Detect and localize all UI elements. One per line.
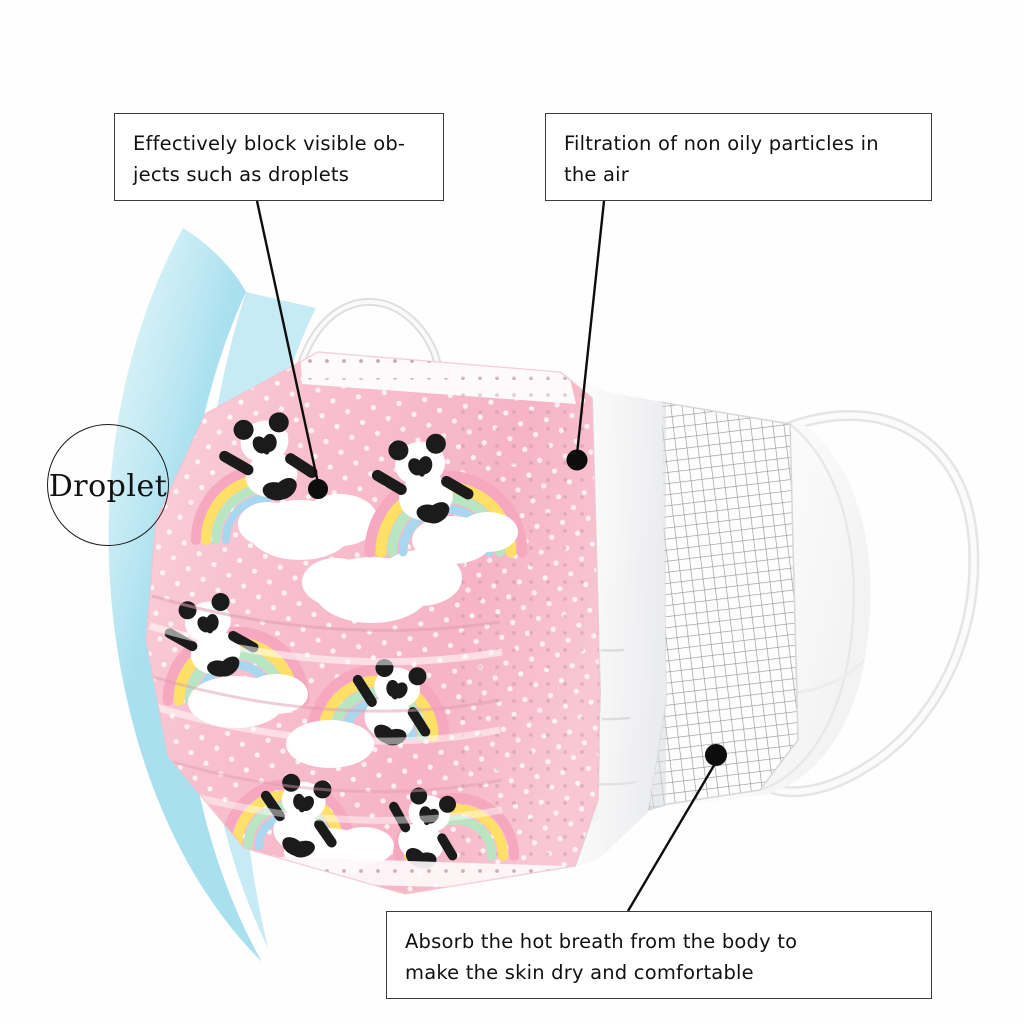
motif-panda bbox=[371, 433, 474, 524]
layer-outer-pink bbox=[145, 351, 601, 895]
callout-box-filtration: Filtration of non oily particles in the … bbox=[545, 113, 932, 201]
motif-cloud bbox=[286, 720, 374, 768]
callout-line: Absorb the hot breath from the body to bbox=[405, 930, 798, 953]
pleat-lines bbox=[148, 594, 503, 824]
callout-dot-droplets bbox=[308, 479, 328, 499]
motif-panda bbox=[260, 773, 337, 858]
callout-line: Effectively block visible ob- bbox=[133, 132, 406, 155]
motif-cloud bbox=[302, 550, 462, 623]
callout-line: jects such as droplets bbox=[133, 163, 350, 186]
callout-box-absorb: Absorb the hot breath from the body to m… bbox=[386, 911, 932, 999]
motif-panda bbox=[219, 412, 318, 501]
droplet-badge: Droplet bbox=[47, 424, 169, 546]
callout-line: the air bbox=[564, 163, 629, 186]
motif-cloud bbox=[238, 494, 378, 560]
callout-dot-filtration bbox=[566, 449, 588, 471]
motif-panda bbox=[164, 593, 259, 677]
ear-loop-right bbox=[764, 409, 980, 798]
callout-box-block-droplets: Effectively block visible ob- jects such… bbox=[114, 113, 444, 201]
motif-cloud bbox=[188, 674, 308, 728]
motif-cloud bbox=[412, 512, 518, 564]
callout-line: Filtration of non oily particles in bbox=[564, 132, 879, 155]
callout-line: make the skin dry and comfortable bbox=[405, 961, 754, 984]
droplet-badge-label: Droplet bbox=[48, 468, 168, 504]
callout-leaders bbox=[255, 200, 727, 912]
callout-dot-absorb bbox=[705, 744, 727, 766]
layer-mesh bbox=[646, 401, 799, 812]
